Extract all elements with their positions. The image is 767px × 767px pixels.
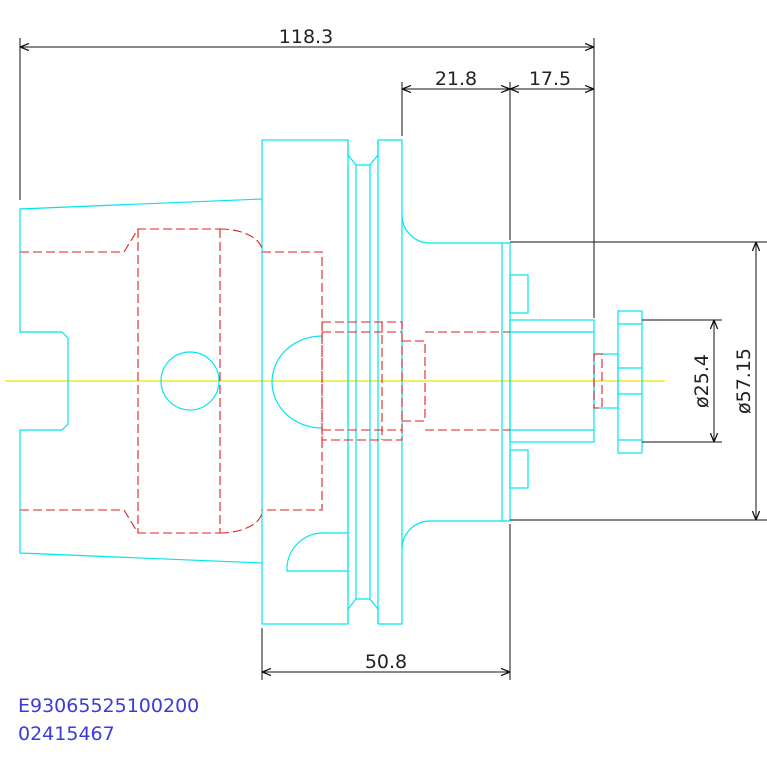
part-outline: [19, 139, 643, 625]
dim-overall-length: 118.3: [279, 26, 333, 48]
dim-bore-diameter: ø25.4: [691, 354, 713, 408]
dim-flange-offset: 21.8: [435, 68, 477, 90]
dimension-lines: [19, 38, 767, 680]
dim-shank-length: 17.5: [529, 68, 571, 90]
dim-body-diameter: ø57.15: [733, 348, 755, 414]
part-code-line-2: 02415467: [18, 723, 115, 745]
hidden-lines: [20, 228, 603, 534]
dim-body-length: 50.8: [365, 651, 407, 673]
part-code-line-1: E93065525100200: [18, 695, 199, 717]
